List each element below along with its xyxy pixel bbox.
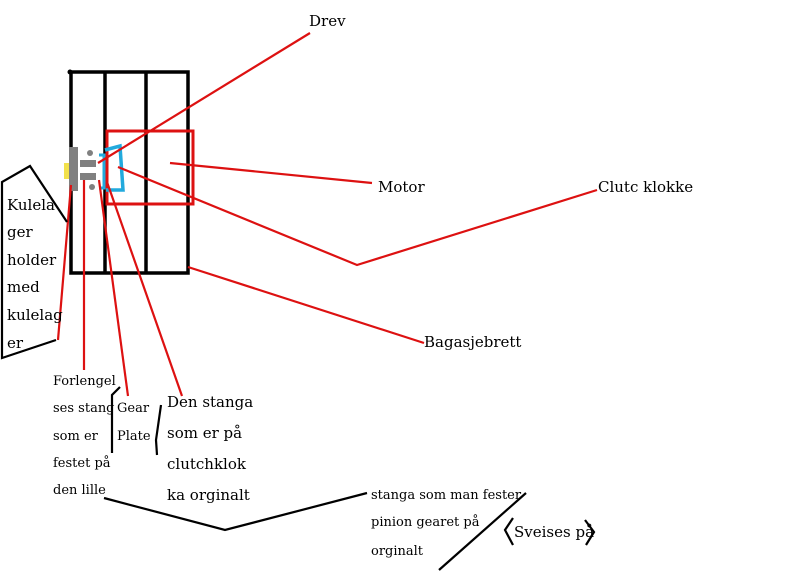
label-bearing-holder-line: med: [7, 278, 40, 296]
weld-bracket: [503, 517, 514, 546]
label-luggage-board: Bagasjebrett: [424, 333, 521, 351]
label-gear-plate-line: Plate: [117, 429, 151, 444]
label-clutch-rod-line: ka orginalt: [167, 486, 250, 504]
label-gear-plate: Gear Plate: [117, 401, 151, 444]
gear-plate-bracket: [110, 386, 121, 453]
label-pinion-rod-line: orginalt: [371, 544, 424, 559]
label-bearing-holder-line: er: [7, 334, 24, 352]
leader-line-luggage-board: [187, 265, 425, 345]
leader-line-clutch-bell: [117, 165, 598, 267]
extension-rod-shape: [87, 150, 93, 156]
leader-line-gear-plate: [97, 179, 130, 397]
leader-line-bearing-holder: [56, 184, 73, 341]
gear-plate-bracket: [154, 404, 163, 456]
label-pinion-rod-line: stanga som man fester: [371, 488, 522, 503]
pinion-rod-divider: [438, 492, 527, 571]
label-clutch-rod: Den stanga som er på clutchklok ka orgin…: [167, 393, 253, 504]
label-extension-rod-line: den lille: [53, 483, 106, 498]
clutch-bell-shape: [99, 153, 106, 190]
label-extension-rod-line: som er: [53, 429, 99, 444]
label-extension-rod-line: ses stang: [53, 401, 115, 416]
extension-rod-shape: [80, 160, 96, 167]
label-motor: Motor: [378, 178, 425, 196]
extension-rod-shape: [69, 147, 78, 191]
label-extension-rod: Forlengel ses stang som er festet på den…: [53, 374, 116, 498]
label-bearing-holder-line: Kulela: [7, 196, 55, 214]
label-pinion-rod: stanga som man fester pinion gearet på o…: [371, 488, 522, 559]
extension-rod-shape: [80, 173, 96, 180]
label-weld: Sveises på: [514, 523, 594, 541]
label-bearing-holder-line: holder: [7, 251, 57, 269]
label-bearing-holder-line: kulelag: [7, 306, 63, 324]
leader-line-drev: [97, 32, 311, 164]
label-bearing-holder: Kulela ger holder med kulelag er: [7, 196, 63, 352]
label-clutch-rod-line: clutchklok: [167, 455, 247, 473]
weld-bracket: [584, 519, 596, 546]
label-clutch-rod-line: Den stanga: [167, 393, 253, 411]
bearing-holder-outline: [0, 164, 68, 360]
pinion-rod-connector: [103, 491, 368, 532]
label-extension-rod-line: festet på: [53, 455, 111, 471]
label-extension-rod-line: Forlengel: [53, 374, 116, 389]
label-pinion-rod-line: pinion gearet på: [371, 514, 480, 530]
label-gear-plate-line: Gear: [117, 401, 150, 416]
board-corner-dot: [67, 69, 73, 75]
label-clutch-bell: Clutc klokke: [598, 178, 693, 196]
leader-line-motor: [169, 161, 373, 185]
leader-line-clutch-rod: [105, 181, 184, 397]
label-clutch-rod-line: som er på: [167, 424, 242, 442]
label-drev: Drev: [309, 12, 346, 30]
label-bearing-holder-line: ger: [7, 223, 33, 241]
extension-rod-shape: [89, 184, 95, 190]
